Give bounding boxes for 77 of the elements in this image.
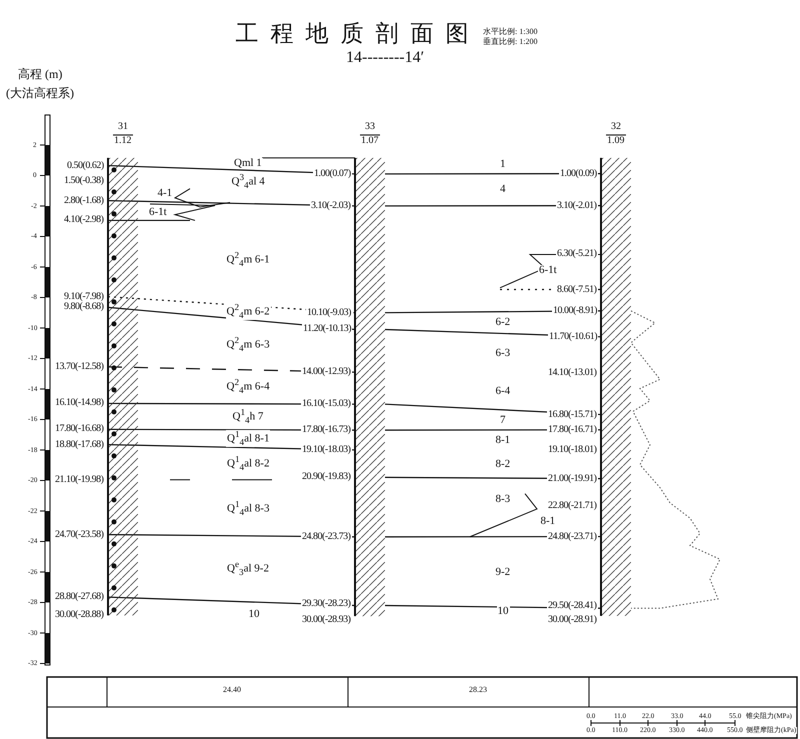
depth-label: 24.80(-23.73) (301, 532, 352, 542)
borehole-number: 33 (364, 122, 376, 132)
layer-label: Q$^{2}$$_{4}$m 6-1 (226, 250, 271, 268)
layer-label: 4-1 (156, 188, 174, 198)
depth-label: 1.00(0.09) (559, 168, 598, 179)
depth-label: 29.50(-28.41) (547, 601, 598, 612)
borehole-number: 32 (610, 122, 622, 132)
depth-label: 17.80(-16.73) (301, 425, 352, 436)
depth-label: 4.10(-2.98) (63, 215, 104, 226)
layer-label: Q$^{e}$$_{3}$al 9-2 (226, 560, 270, 577)
depth-label: 18.80(-17.68) (54, 440, 104, 450)
depth-label: 24.70(-23.58) (54, 530, 104, 540)
layer-label: Q$^{1}$$_{4}$al 8-2 (226, 454, 270, 472)
depth-label: 30.00(-28.91) (547, 614, 598, 625)
scale-note: 水平比例: 1:300 (482, 28, 538, 36)
depth-label: 14.10(-13.01) (547, 368, 598, 378)
layer-label: 4 (499, 184, 506, 194)
depth-label: 11.70(-10.61) (548, 332, 598, 342)
layer-label: 6-1t (148, 206, 168, 218)
depth-label: 10.10(-9.03) (306, 308, 352, 318)
depth-label: 11.20(-10.13) (302, 324, 352, 334)
table-value: 24.40 (222, 686, 242, 694)
depth-label: 16.10(-15.03) (301, 399, 352, 410)
depth-label: 24.80(-23.71) (547, 532, 598, 542)
borehole-elevation: 1.07 (360, 136, 380, 146)
layer-label: Q$^{3}$$_{4}$al 4 (230, 172, 266, 190)
layer-label: 8-1 (494, 434, 512, 446)
layer-label: 9-2 (494, 566, 512, 578)
layer-label: 6-2 (494, 316, 512, 328)
layer-label: 7 (499, 414, 506, 426)
layer-label: Q$^{2}$$_{4}$m 6-2 (226, 302, 271, 320)
depth-label: 21.10(-19.98) (54, 474, 104, 485)
layer-label: 8-1 (540, 516, 556, 526)
depth-label: 22.80(-21.71) (547, 501, 598, 512)
depth-label: 3.10(-2.03) (310, 200, 352, 211)
axis-title: 高程 (m) (17, 68, 64, 80)
layer-label: 8-2 (494, 458, 512, 470)
depth-label: 17.80(-16.68) (54, 424, 104, 434)
depth-label: 30.00(-28.88) (54, 610, 104, 620)
depth-label: 1.00(0.07) (313, 168, 352, 179)
depth-label: 6.30(-5.21) (556, 249, 598, 260)
depth-label: 14.00(-12.93) (301, 367, 352, 378)
layer-label: 6-1t (538, 264, 558, 276)
depth-label: 19.10(-18.01) (547, 444, 598, 455)
layer-label: 8-3 (494, 494, 512, 504)
depth-label: 1.50(-0.38) (63, 176, 104, 186)
layer-label: Qml 1 (233, 158, 263, 168)
layer-label: Q$^{1}$$_{4}$al 8-1 (226, 430, 270, 447)
depth-label: 9.80(-8.68) (63, 302, 104, 312)
depth-label: 21.00(-19.91) (547, 474, 598, 484)
depth-label: 13.70(-12.58) (54, 362, 104, 372)
depth-label: 16.10(-14.98) (54, 398, 104, 408)
depth-label: 29.30(-28.23) (301, 598, 352, 608)
table-value: 28.23 (468, 686, 488, 694)
depth-label: 3.10(-2.01) (556, 200, 598, 211)
layer-label: 6-3 (494, 348, 512, 358)
layer-label: 10 (496, 606, 510, 616)
depth-label: 19.10(-18.03) (301, 444, 352, 455)
scale-note: 垂直比例: 1:200 (482, 38, 538, 46)
axis-title: (大沽高程系) (5, 87, 75, 99)
layer-label: Q$^{2}$$_{4}$m 6-3 (226, 336, 271, 353)
layer-label: Q$^{1}$$_{4}$h 7 (232, 408, 264, 425)
layer-label: Q$^{2}$$_{4}$m 6-4 (226, 378, 271, 395)
depth-label: 16.80(-15.71) (547, 410, 598, 420)
layer-label: 1 (499, 158, 506, 170)
layer-label: Q$^{1}$$_{4}$al 8-3 (226, 500, 270, 517)
depth-label: 10.00(-8.91) (552, 306, 598, 316)
borehole-elevation: 1.09 (606, 136, 626, 146)
borehole-elevation: 1.12 (113, 136, 132, 146)
layer-label: 6-4 (494, 386, 512, 396)
depth-label: 20.90(-19.83) (301, 472, 352, 482)
depth-label: 28.80(-27.68) (54, 592, 104, 602)
borehole-number: 31 (117, 122, 129, 132)
depth-label: 30.00(-28.93) (301, 615, 352, 626)
depth-label: 2.80(-1.68) (63, 196, 104, 206)
layer-label: 10 (248, 608, 260, 620)
depth-label: 17.80(-16.71) (547, 424, 598, 435)
